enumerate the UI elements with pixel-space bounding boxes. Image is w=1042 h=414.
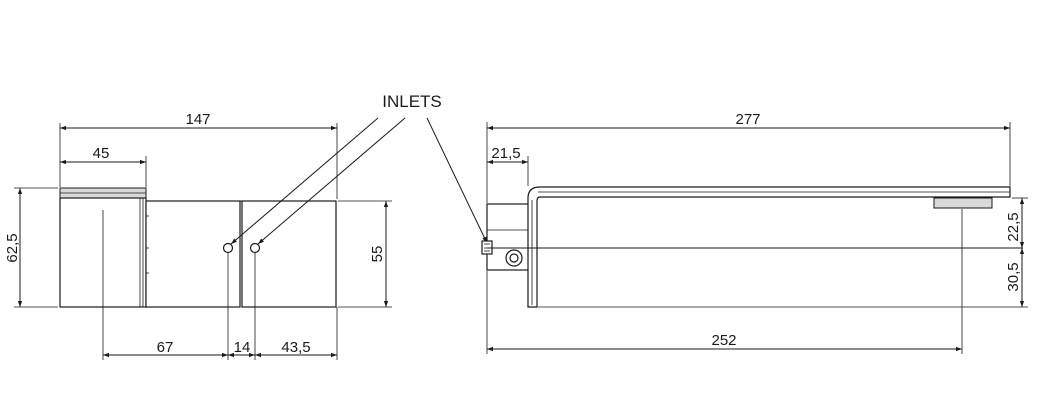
- side-outlet-nozzle: [933, 197, 993, 209]
- front-mixer-body-left: [145, 200, 241, 308]
- inlets-leader-side: [426, 117, 488, 244]
- inlets-leader-left: [230, 117, 379, 245]
- dim-67-label: 67: [157, 339, 174, 356]
- inlets-leader-right: [257, 117, 406, 245]
- dim-277-label: 277: [735, 111, 760, 128]
- dim-45-label: 45: [93, 145, 110, 162]
- side-spout-body: [527, 186, 1011, 308]
- dim-14-label: 14: [234, 339, 251, 356]
- dim-62-5-label: 62,5: [4, 233, 21, 262]
- dim-30-5-label: 30,5: [1005, 262, 1022, 291]
- dim-55-label: 55: [369, 246, 386, 263]
- dim-43-5-label: 43,5: [281, 339, 310, 356]
- inlets-callout: INLETS: [230, 92, 488, 245]
- inlet-hole-left: [222, 242, 234, 254]
- dim-147-label: 147: [185, 111, 210, 128]
- dim-252-label: 252: [711, 332, 736, 349]
- front-mixer-body-right: [241, 200, 337, 308]
- front-view: 147 45 62,5 55 67 14 43,5: [4, 111, 392, 360]
- dim-22-5-label: 22,5: [1005, 212, 1022, 241]
- side-view: 277 21,5 252 22,5 30,5: [481, 111, 1028, 354]
- inlet-hole-right: [249, 242, 261, 254]
- inlets-label: INLETS: [382, 92, 442, 111]
- dim-21-5-label: 21,5: [491, 145, 520, 162]
